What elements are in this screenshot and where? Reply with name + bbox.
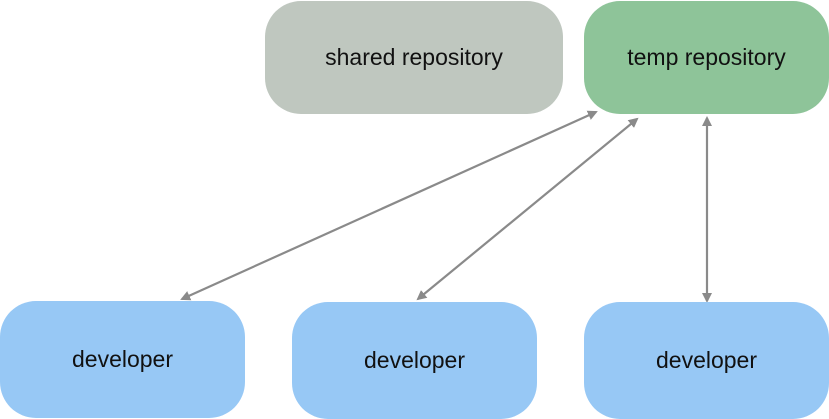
developer-label-1: developer	[71, 346, 174, 372]
developer-label-3: developer	[655, 347, 758, 373]
shared-repository-label: shared repository	[325, 44, 503, 70]
shared-repository-node: shared repository	[265, 1, 563, 114]
temp-repository-label: temp repository	[627, 44, 786, 70]
edge-temp-to-developer-2	[416, 117, 639, 301]
developer-node-1: developer	[0, 301, 245, 418]
edge-temp-to-developer-1	[180, 110, 598, 301]
developer-label-2: developer	[363, 347, 466, 373]
developer-node-3: developer	[584, 302, 829, 419]
developer-node-2: developer	[292, 302, 537, 419]
temp-repository-node: temp repository	[584, 1, 829, 114]
